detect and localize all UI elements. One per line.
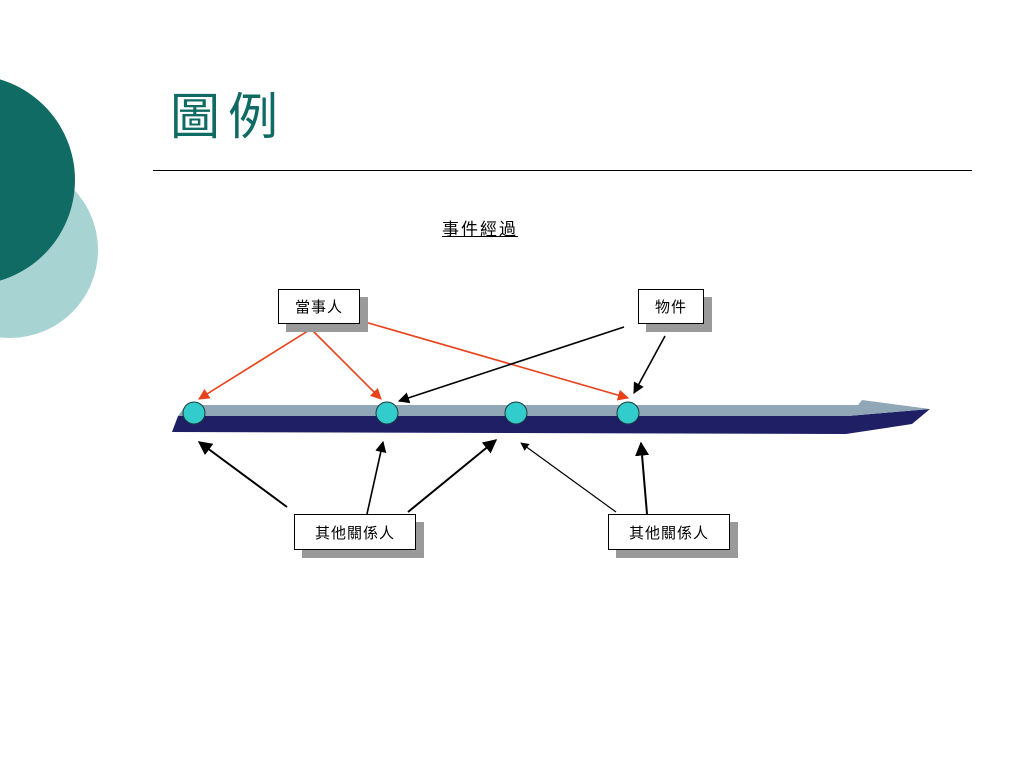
timeline-node-2	[375, 401, 399, 425]
arrow-related-right-node3	[520, 442, 617, 513]
related-parties-box-right: 其他關係人	[608, 514, 730, 550]
diagram-heading: 事件經過	[442, 220, 518, 240]
timeline-node-3	[504, 401, 528, 425]
decorative-circles	[0, 79, 98, 338]
timeline-node-1	[182, 401, 206, 425]
arrow-related-left-node1	[197, 441, 288, 508]
slide-title: 圖例	[170, 88, 286, 146]
red-arrow-principal-node4	[357, 319, 630, 401]
object-box: 物件	[638, 289, 704, 324]
arrow-object-node4	[633, 335, 666, 394]
arrow-related-left-node2	[366, 440, 387, 515]
timeline-arrow-body	[172, 409, 930, 434]
timeline-node-4	[616, 401, 640, 425]
arrow-related-right-node4	[635, 441, 650, 515]
arrow-object-node2	[397, 326, 625, 404]
red-arrow-principal-node1	[198, 328, 312, 400]
timeline-arrow	[172, 400, 930, 434]
timeline-arrow-top	[178, 400, 930, 416]
decor-circle-dark	[0, 79, 75, 281]
title-divider	[153, 170, 972, 171]
related-parties-box-left: 其他關係人	[294, 514, 416, 550]
arrow-related-left-node3	[407, 439, 498, 513]
red-arrow-principal-node2	[310, 328, 382, 400]
principal-box: 當事人	[278, 289, 360, 324]
